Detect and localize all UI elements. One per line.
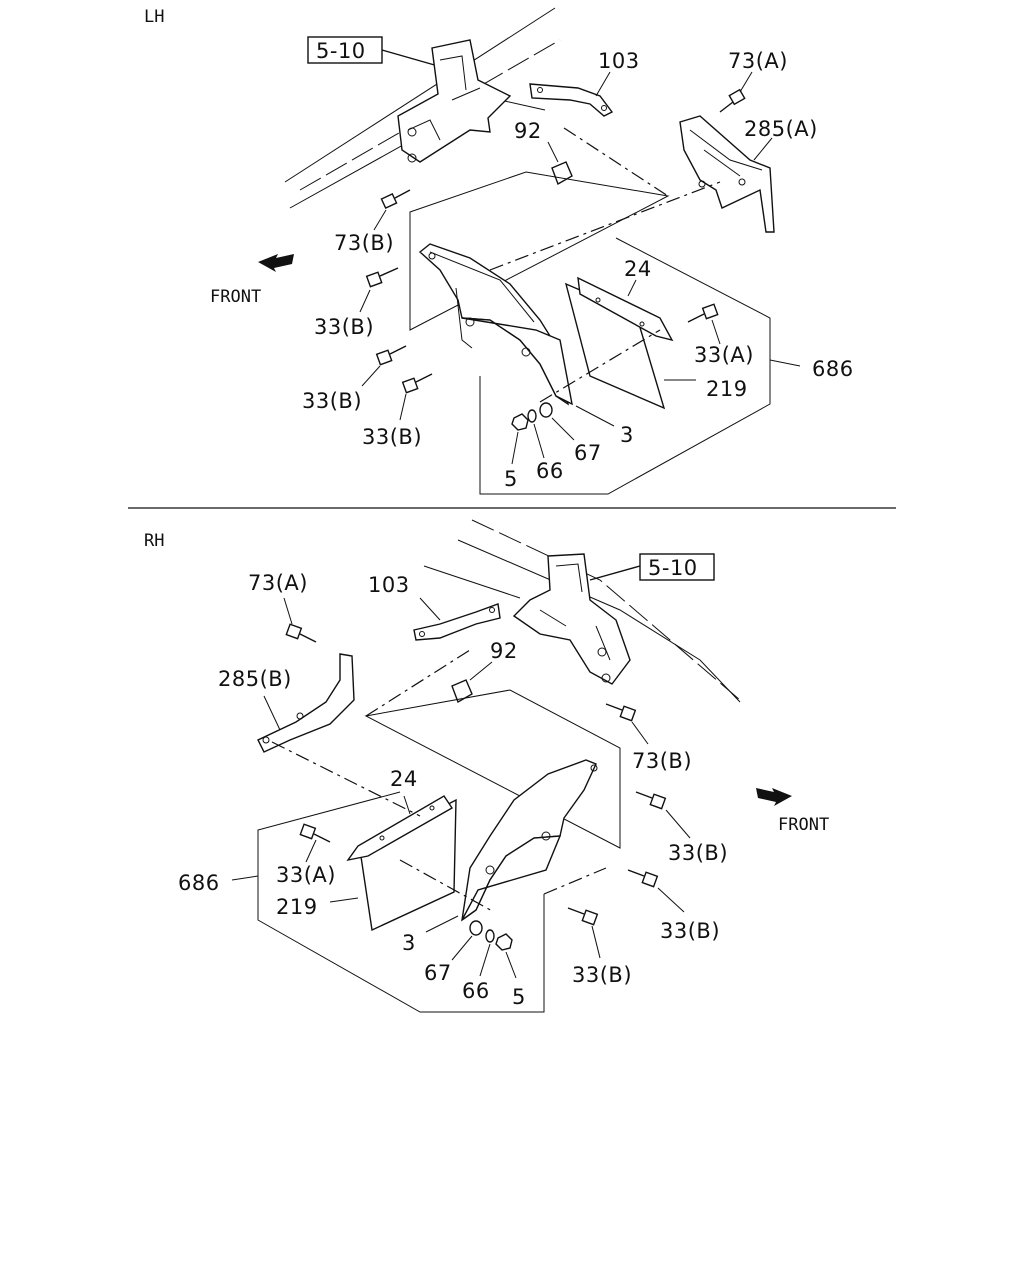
- rh-label-33b-2: 33(B): [660, 919, 720, 943]
- lh-label-73a: 73(A): [728, 49, 788, 73]
- rh-nut-5: 5: [495, 933, 526, 1009]
- rh-washer-66: 66: [462, 929, 495, 1003]
- lh-bolt-33b-2: 33(B): [302, 345, 407, 413]
- rh-ref-label: 5-10: [648, 556, 698, 580]
- rh-bolt-33a: 33(A): [276, 823, 336, 887]
- rh-front-arrow: FRONT: [756, 788, 829, 835]
- rh-section: RH 5-10 103: [144, 519, 829, 1013]
- lh-label-33b-1: 33(B): [314, 315, 374, 339]
- lh-label-24: 24: [624, 257, 652, 281]
- lh-mudflap-219: 219 24: [564, 257, 748, 410]
- rh-label-73b: 73(B): [632, 749, 692, 773]
- lh-label-92: 92: [514, 119, 542, 143]
- lh-centerline-3: [563, 127, 669, 197]
- lh-washer-67: 67: [539, 402, 602, 465]
- rh-part-285b: 285(B): [218, 653, 355, 753]
- lh-ref-label: 5-10: [316, 39, 366, 63]
- rh-686-box: [257, 791, 545, 1013]
- lh-clip-92: 92: [514, 119, 573, 186]
- lh-label-103: 103: [598, 49, 640, 73]
- lh-label-33b-2: 33(B): [302, 389, 362, 413]
- lh-label-686: 686: [812, 357, 854, 381]
- lh-mount-bracket: [397, 39, 512, 163]
- lh-part-285a: 285(A): [679, 115, 818, 233]
- rh-front-label: FRONT: [778, 815, 829, 835]
- rh-label-66: 66: [462, 979, 490, 1003]
- lh-label-3: 3: [620, 423, 634, 447]
- rh-centerline-2: [399, 859, 495, 913]
- rh-centerline-4: [543, 867, 607, 895]
- rh-frame-rail: [423, 519, 741, 703]
- lh-bolt-73a: 73(A): [719, 49, 788, 113]
- rh-bolt-33b-2: 33(B): [627, 869, 720, 943]
- rh-label-33b-1: 33(B): [668, 841, 728, 865]
- rh-label-73a: 73(A): [248, 571, 308, 595]
- lh-bolt-33b-1: 33(B): [314, 267, 399, 339]
- lh-section: LH 5-10 103: [144, 7, 854, 495]
- rh-mudguard-3: [461, 759, 598, 922]
- rh-part-103: 103: [368, 573, 501, 641]
- rh-bolt-33b-1: 33(B): [635, 791, 728, 865]
- rh-label-219: 219: [276, 895, 318, 919]
- lh-front-arrow: FRONT: [210, 254, 294, 307]
- lh-mudguard-3: [418, 243, 573, 406]
- lh-label-67: 67: [574, 441, 602, 465]
- rh-label-92: 92: [490, 639, 518, 663]
- rh-centerline-1: [271, 741, 421, 817]
- rh-title: RH: [144, 531, 164, 551]
- lh-bolt-33a: 33(A): [687, 303, 754, 367]
- lh-686-box: [479, 237, 771, 495]
- lh-washer-66: 66: [527, 409, 564, 483]
- rh-label-67: 67: [424, 961, 452, 985]
- lh-ref-box[interactable]: 5-10: [307, 36, 439, 67]
- rh-label-24: 24: [390, 767, 418, 791]
- lh-explode-box: [409, 171, 670, 331]
- lh-bolt-73b: 73(B): [334, 189, 411, 255]
- rh-label-33b-3: 33(B): [572, 963, 632, 987]
- lh-label-66: 66: [536, 459, 564, 483]
- lh-label-33b-3: 33(B): [362, 425, 422, 449]
- rh-clip-92: 92: [451, 639, 518, 704]
- rh-label-285b: 285(B): [218, 667, 292, 691]
- lh-nut-5: 5: [504, 413, 529, 491]
- lh-bolt-33b-3: 33(B): [362, 373, 433, 449]
- rh-label-5: 5: [512, 985, 526, 1009]
- rh-bolt-73b: 73(B): [605, 703, 692, 773]
- rh-label-103: 103: [368, 573, 410, 597]
- lh-label-285a: 285(A): [744, 117, 818, 141]
- rh-label-3: 3: [402, 931, 416, 955]
- lh-front-label: FRONT: [210, 287, 261, 307]
- lh-label-33a: 33(A): [694, 343, 754, 367]
- lh-centerline-2: [539, 329, 661, 403]
- rh-centerline-3: [365, 649, 471, 717]
- rh-label-686: 686: [178, 871, 220, 895]
- lh-part-103: 103: [529, 49, 640, 117]
- lh-title: LH: [144, 7, 164, 27]
- lh-label-219: 219: [706, 377, 748, 401]
- rh-washer-67: 67: [424, 920, 483, 985]
- lh-centerline-1: [489, 181, 721, 271]
- rh-ref-box[interactable]: 5-10: [589, 553, 715, 581]
- lh-label-5: 5: [504, 467, 518, 491]
- rh-bolt-73a: 73(A): [248, 571, 317, 643]
- lh-label-73b: 73(B): [334, 231, 394, 255]
- rh-bolt-33b-3: 33(B): [567, 907, 632, 987]
- rh-mount-bracket: [512, 553, 631, 685]
- rh-label-33a: 33(A): [276, 863, 336, 887]
- rh-mudflap-219: 219 24: [276, 767, 457, 932]
